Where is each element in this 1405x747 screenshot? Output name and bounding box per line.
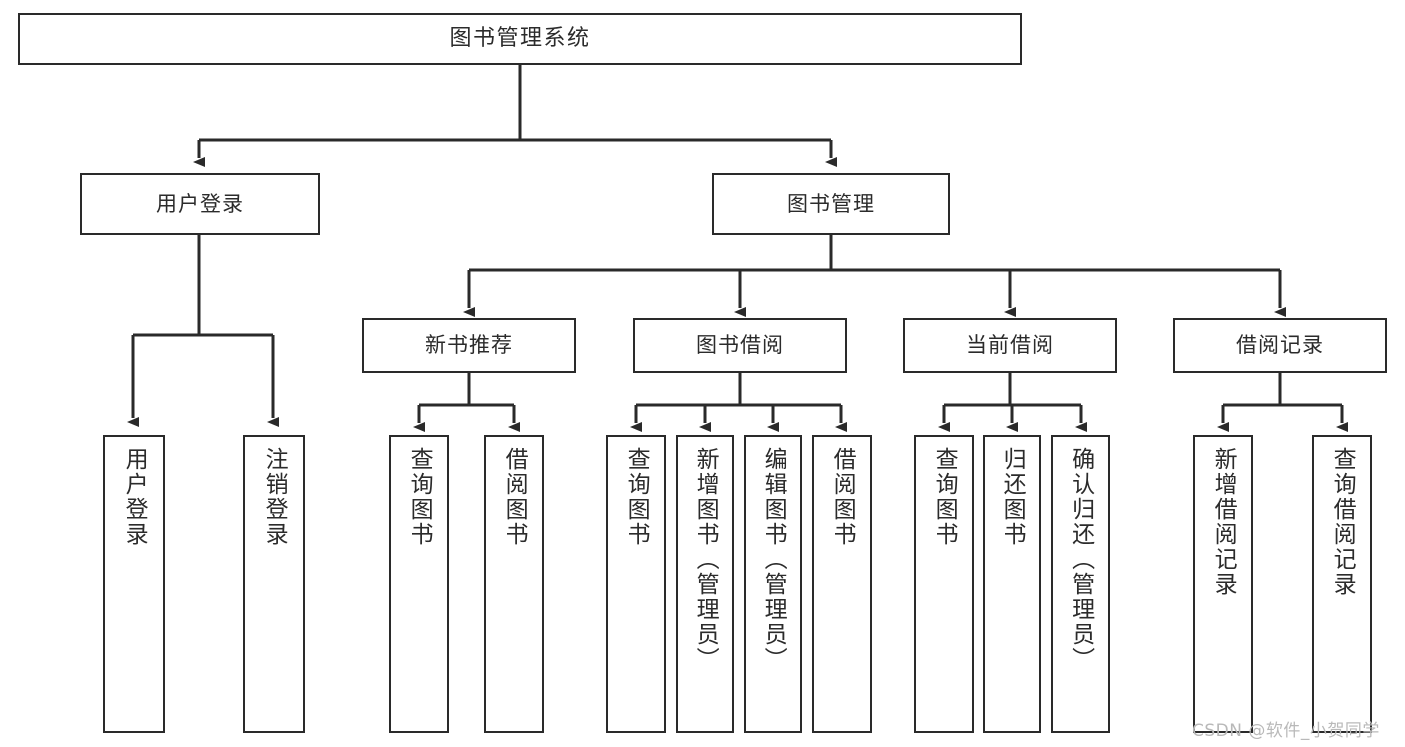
- leaf-query-record[interactable]: 查询借阅记录: [1312, 435, 1372, 733]
- leaf-query-record-label: 查询借阅记录: [1329, 447, 1356, 597]
- node-book-management[interactable]: 图书管理: [712, 173, 950, 235]
- node-root-label: 图书管理系统: [449, 26, 591, 52]
- leaf-confirm-return-label: 确认归还（管理员）: [1067, 447, 1094, 672]
- node-user-login[interactable]: 用户登录: [80, 173, 320, 235]
- leaf-query-book-3-label: 查询图书: [931, 447, 958, 547]
- node-book-borrow[interactable]: 图书借阅: [633, 318, 847, 373]
- leaf-add-record[interactable]: 新增借阅记录: [1193, 435, 1253, 733]
- leaf-query-book-1-label: 查询图书: [406, 447, 433, 547]
- node-current-borrow[interactable]: 当前借阅: [903, 318, 1117, 373]
- leaf-borrow-book-2-label: 借阅图书: [829, 447, 856, 547]
- leaf-logout[interactable]: 注销登录: [243, 435, 305, 733]
- leaf-add-book-label: 新增图书（管理员）: [692, 447, 719, 672]
- leaf-edit-book[interactable]: 编辑图书（管理员）: [744, 435, 802, 733]
- leaf-borrow-book-2[interactable]: 借阅图书: [812, 435, 872, 733]
- leaf-borrow-book-1[interactable]: 借阅图书: [484, 435, 544, 733]
- node-book-management-label: 图书管理: [787, 191, 875, 216]
- leaf-logout-label: 注销登录: [261, 447, 288, 547]
- node-current-borrow-label: 当前借阅: [966, 333, 1054, 358]
- leaf-query-book-1[interactable]: 查询图书: [389, 435, 449, 733]
- leaf-add-book[interactable]: 新增图书（管理员）: [676, 435, 734, 733]
- leaf-return-book-label: 归还图书: [999, 447, 1026, 547]
- leaf-add-record-label: 新增借阅记录: [1210, 447, 1237, 597]
- leaf-user-login-label: 用户登录: [121, 447, 148, 547]
- node-user-login-label: 用户登录: [156, 191, 244, 216]
- leaf-confirm-return[interactable]: 确认归还（管理员）: [1051, 435, 1110, 733]
- leaf-query-book-2-label: 查询图书: [623, 447, 650, 547]
- node-borrow-record-label: 借阅记录: [1236, 333, 1324, 358]
- leaf-query-book-2[interactable]: 查询图书: [606, 435, 666, 733]
- node-book-borrow-label: 图书借阅: [696, 333, 784, 358]
- leaf-query-book-3[interactable]: 查询图书: [914, 435, 974, 733]
- leaf-borrow-book-1-label: 借阅图书: [501, 447, 528, 547]
- node-new-book-recommend[interactable]: 新书推荐: [362, 318, 576, 373]
- node-borrow-record[interactable]: 借阅记录: [1173, 318, 1387, 373]
- node-root[interactable]: 图书管理系统: [18, 13, 1022, 65]
- leaf-edit-book-label: 编辑图书（管理员）: [760, 447, 787, 672]
- leaf-return-book[interactable]: 归还图书: [983, 435, 1041, 733]
- leaf-user-login[interactable]: 用户登录: [103, 435, 165, 733]
- node-new-book-recommend-label: 新书推荐: [425, 333, 513, 358]
- csdn-watermark: CSDN @软件_小贺同学: [1192, 721, 1380, 741]
